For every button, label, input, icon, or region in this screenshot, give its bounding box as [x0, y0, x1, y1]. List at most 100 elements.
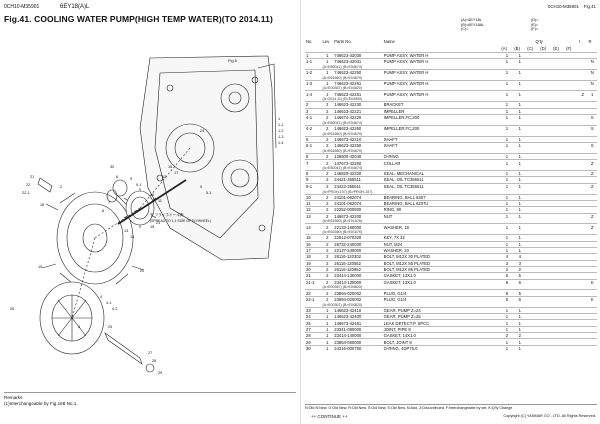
part-no-cell: 3	[305, 107, 322, 115]
callout-label: 14	[130, 235, 134, 239]
qty-b-cell: 1	[513, 306, 527, 314]
table-row-note: (A>E60041) (B>E04674)	[305, 121, 597, 126]
callout-label: 9	[130, 177, 132, 181]
remark-code-cell: S	[587, 124, 597, 132]
part-number-cell: 146623-42400	[333, 312, 383, 320]
qty-a-cell: 1	[500, 312, 514, 320]
remarks-label: Remarks	[4, 395, 23, 400]
part-name-cell: BRACKET	[382, 101, 501, 109]
part-no-cell: 13	[305, 212, 322, 220]
part-lev-cell: 1	[321, 57, 334, 65]
qty-e-cell	[552, 223, 566, 231]
qty-a-cell: 1	[500, 90, 514, 98]
part-lev-cell: 2	[321, 152, 334, 160]
table-row-note: (A>2014.11) (B>E04850)	[305, 97, 597, 102]
table-header-row-1: No. Lev. Parts No. Name Q'ty I R	[305, 38, 597, 45]
interchange-cell	[578, 141, 588, 149]
remark-code-cell: N	[587, 79, 597, 87]
interchange-cell	[578, 68, 588, 76]
part-no-cell: 27	[305, 325, 322, 333]
part-number-cell: 746623-42031	[333, 57, 383, 65]
interchange-cell	[578, 272, 588, 280]
part-number-cell: 146623-42410	[333, 306, 383, 314]
part-lev-cell: 1	[321, 68, 334, 76]
parts-table: No. Lev. Parts No. Name Q'ty I R (A) (B)…	[305, 38, 597, 352]
interchange-cell	[578, 159, 588, 166]
table-row-note: (A>E61660) (B>E04679)	[305, 76, 597, 81]
qty-a-cell: 1	[500, 344, 514, 352]
callout-label: 18	[40, 203, 44, 207]
remark-code-cell	[587, 319, 597, 327]
remark-code-cell	[587, 240, 597, 248]
part-no-cell: 9-1	[305, 182, 322, 190]
qty-f-cell	[565, 253, 579, 261]
part-number-cell: 146623-42221	[333, 107, 383, 115]
interchange-cell	[578, 289, 588, 297]
interchange-cell	[578, 107, 588, 115]
qty-a-cell: 1	[500, 113, 514, 121]
qty-b-cell: 1	[513, 90, 527, 98]
fig-number: Fig.41	[583, 4, 596, 9]
part-lev-cell: 1	[321, 325, 334, 333]
qty-e-cell	[552, 57, 566, 65]
qty-f-cell	[565, 240, 579, 248]
remark-code-cell	[587, 152, 597, 160]
part-lev-cell: 2	[321, 141, 334, 149]
callout-label: 15	[150, 225, 154, 229]
part-name-cell: PUMP ASSY, WATER H	[382, 79, 501, 87]
qty-e-cell	[552, 246, 566, 254]
qty-d-cell	[539, 212, 553, 220]
qty-a-cell: 2	[500, 332, 514, 339]
qty-a-cell: 1	[500, 206, 514, 214]
exploded-diagram: Fig.5 至 フライホイール側 (SPREAD TO 1-1 SIDE OF …	[10, 55, 284, 375]
qty-b-cell: 1	[513, 234, 527, 242]
part-name-cell: GASKET, 14X1.0	[382, 332, 501, 339]
qty-e-cell	[552, 332, 566, 339]
part-lev-cell: 2	[321, 278, 334, 286]
part-no-cell: 1-4	[305, 90, 322, 98]
part-no-cell: 25	[305, 319, 322, 327]
remark-code-cell: Z	[587, 223, 597, 231]
serial-note-cell: (A>2014.11) (B>E04850)	[322, 97, 363, 102]
qty-d-cell	[539, 278, 553, 286]
qty-e-cell	[552, 289, 566, 297]
qty-d-cell	[539, 344, 553, 352]
qty-f-cell	[565, 319, 579, 327]
qty-c-cell	[526, 113, 540, 121]
part-no-cell: 21-1	[305, 278, 322, 286]
remark-code-cell: Z	[587, 182, 597, 190]
qty-d-cell	[539, 265, 553, 273]
remark-code-cell	[587, 135, 597, 143]
part-lev-cell: 2	[321, 107, 334, 115]
part-lev-cell: 2	[321, 253, 334, 261]
callout-label: 1-4	[278, 141, 284, 145]
remark-code-cell	[587, 199, 597, 207]
qty-c-cell	[526, 68, 540, 76]
serial-note-cell: (A>E60041) (B>E04674)	[322, 165, 363, 170]
qty-e-cell	[552, 253, 566, 261]
interchange-cell	[578, 57, 588, 65]
qty-a-cell: 1	[500, 240, 514, 248]
interchange-cell	[578, 325, 588, 333]
callout-label: 13	[124, 229, 128, 233]
qty-c-cell	[526, 223, 540, 231]
qty-d-cell	[539, 169, 553, 177]
part-number-cell: 23414-140000	[333, 332, 383, 339]
part-number-cell: 23894-020002	[333, 295, 383, 303]
qty-e-cell	[552, 90, 566, 98]
qty-e-cell	[552, 169, 566, 177]
qty-c-cell	[526, 90, 540, 98]
part-no-cell: 17	[305, 246, 322, 254]
part-lev-cell: 2	[321, 272, 334, 280]
callout-label: 5-1	[206, 191, 212, 195]
part-name-cell: GASKET, 13X1.0	[382, 278, 501, 286]
